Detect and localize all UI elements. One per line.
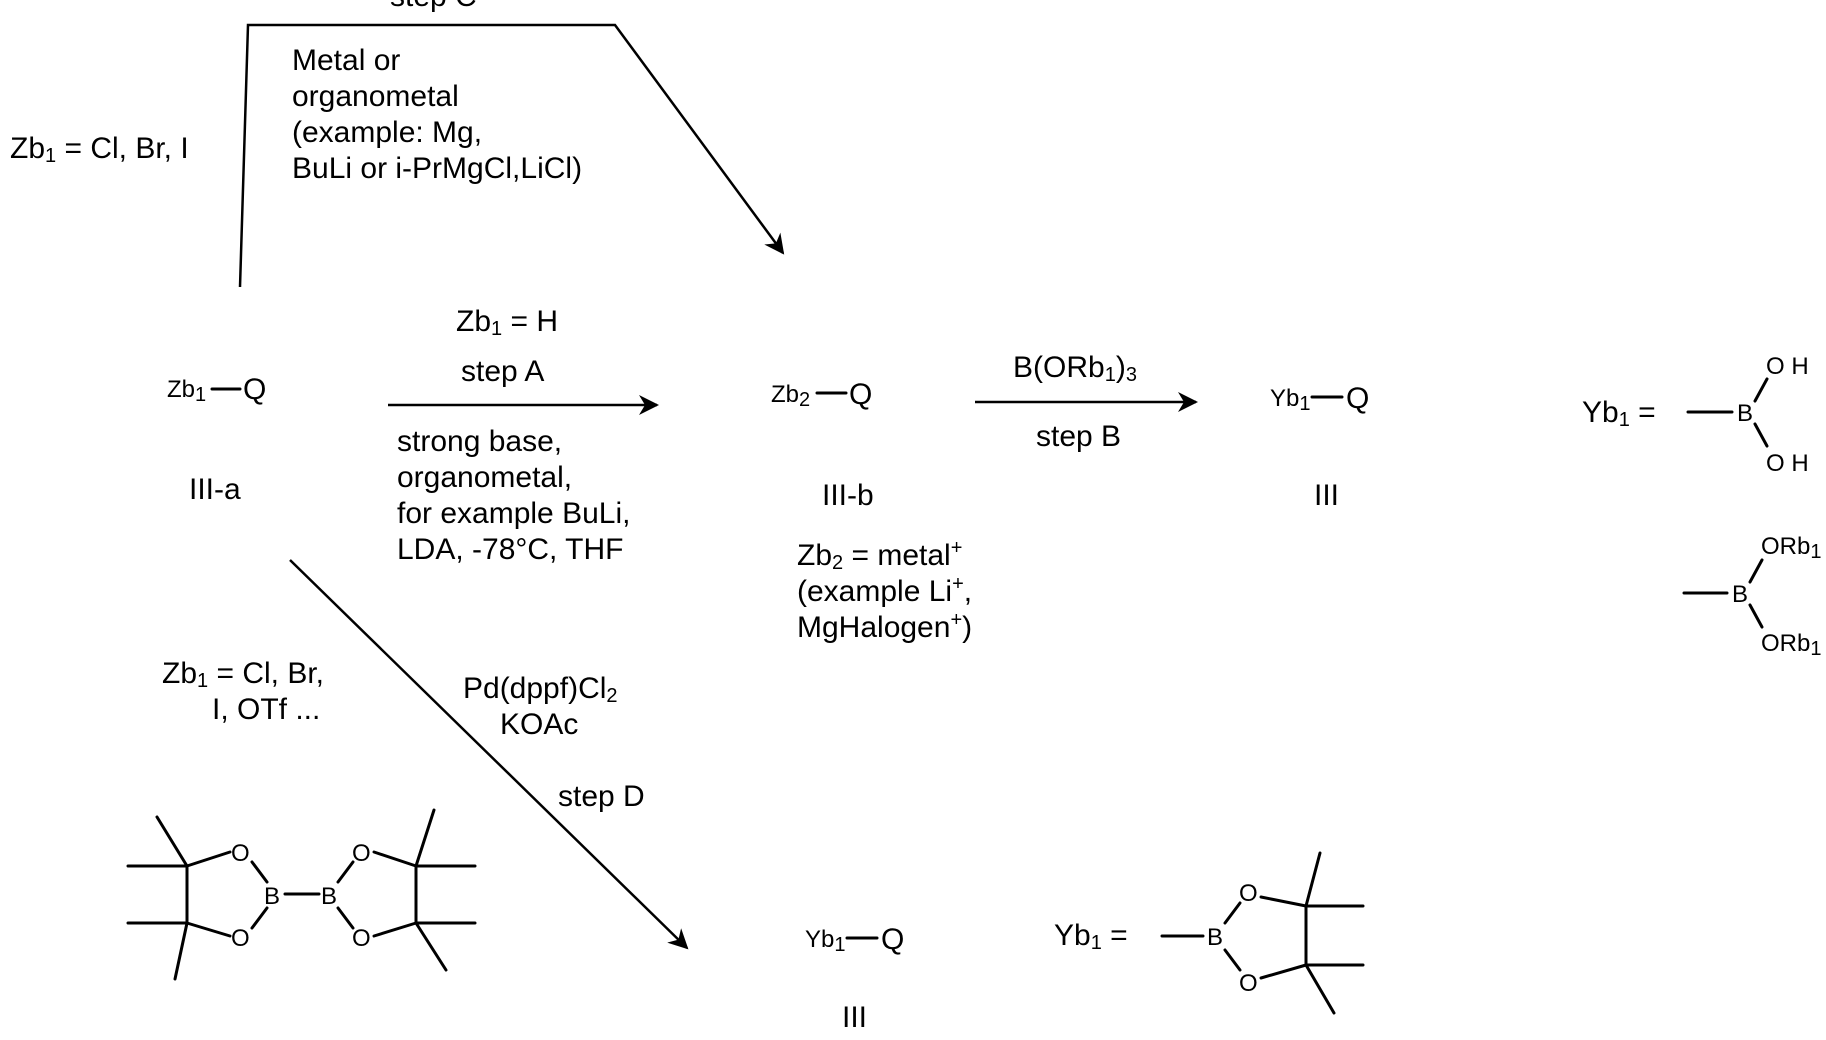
b2pin2-methyl-4 [175, 923, 187, 979]
pin-methyl-3 [1306, 853, 1320, 906]
step-d-zb1-line1: Zb1 = Cl, Br, [162, 657, 324, 692]
compound-III-top-q: Q [1346, 382, 1369, 415]
b2pin2-o3-c [374, 852, 416, 866]
boronic-ester-or2: ORb1 [1761, 630, 1821, 660]
boronic-ester-or1: ORb1 [1761, 533, 1821, 563]
pinacol-boronate-structure: B O O [1162, 853, 1363, 1013]
b2pin2-b-o3 [338, 862, 353, 882]
pin-o-c-bottom [1261, 965, 1306, 978]
compound-III-bottom: Yb1 Q III Yb1 = B O O [805, 853, 1363, 1034]
boronic-acid-structure: B O H O H [1688, 353, 1809, 477]
step-c-condition-line4: BuLi or i-PrMgCl,LiCl) [292, 152, 582, 185]
pin-boron: B [1207, 924, 1223, 951]
b2pin2-methyl-3 [157, 817, 187, 866]
b2pin2-o2-b [252, 908, 267, 928]
compound-III-top-id: III [1314, 479, 1339, 512]
step-b: B(ORb1)3 step B [975, 351, 1196, 453]
b2pin2-b-o4 [338, 908, 353, 928]
b2pin2-o1: O [231, 840, 250, 867]
yb1-definitions: Yb1 = B O H O H B ORb1 ORb1 [1582, 353, 1821, 660]
pin-b-o-top [1225, 903, 1240, 923]
b2pin2-methyl-8 [416, 923, 446, 970]
step-c-condition-line3: (example: Mg, [292, 116, 482, 149]
pin-o-bottom: O [1239, 970, 1258, 997]
b2pin2-b-left: B [264, 883, 280, 910]
boronic-acid-oh2: O H [1766, 450, 1809, 477]
pin-methyl-4 [1306, 965, 1334, 1013]
step-c-route: step C Metal or organometal (example: Mg… [10, 0, 783, 287]
step-d-label: step D [558, 780, 645, 813]
step-d-catalyst: Pd(dppf)Cl2 [463, 672, 618, 707]
zb2-note-line3: MgHalogen+) [797, 609, 972, 644]
compound-III-b: Zb2 Q III-b [771, 378, 874, 512]
step-a-condition-line1: strong base, [397, 425, 562, 458]
step-c-label: step C [390, 0, 477, 13]
step-c-condition-line1: Metal or [292, 44, 400, 77]
step-a-label: step A [461, 355, 544, 388]
step-d-base: KOAc [500, 708, 578, 741]
step-a-condition-line3: for example BuLi, [397, 497, 630, 530]
yb1-equals: Yb1 = [1582, 396, 1656, 431]
boronic-ester-structure: B ORb1 ORb1 [1684, 533, 1821, 660]
pin-o-c-top [1261, 897, 1306, 906]
compound-III-a-z: Zb1 [167, 376, 206, 406]
compound-III-top-y: Yb1 [1270, 385, 1310, 415]
step-b-reagent: B(ORb1)3 [1013, 351, 1137, 386]
pin-o-top: O [1239, 880, 1258, 907]
boronic-acid-bond-oh2 [1755, 424, 1767, 446]
boronic-acid-oh1: O H [1766, 353, 1809, 380]
step-c-zb1-definition: Zb1 = Cl, Br, I [10, 132, 189, 167]
compound-III-bottom-id: III [842, 1001, 867, 1034]
b2pin2-methyl-7 [416, 810, 434, 866]
compound-III-b-q: Q [849, 378, 872, 411]
bis-pinacolato-diboron: O O B B O O [128, 810, 475, 979]
b2pin2-o3: O [352, 840, 371, 867]
boronic-acid-b: B [1737, 400, 1753, 427]
step-d-arrow [290, 560, 687, 948]
b2pin2-o4: O [352, 925, 371, 952]
compound-III-a: Zb1 Q III-a [167, 373, 266, 506]
compound-III-a-id: III-a [189, 473, 241, 506]
boronic-ester-bond-or2 [1750, 605, 1762, 627]
compound-III-a-q: Q [243, 373, 266, 406]
b2pin2-o4-c [374, 923, 416, 936]
step-d: Zb1 = Cl, Br, I, OTf ... Pd(dppf)Cl2 KOA… [162, 560, 687, 948]
boronic-ester-bond-or1 [1750, 560, 1762, 582]
step-b-label: step B [1036, 420, 1121, 453]
zb2-note-line1: Zb2 = metal+ [797, 537, 962, 574]
step-a-zb1-h: Zb1 = H [456, 305, 558, 340]
step-d-zb1-line2: I, OTf ... [212, 693, 320, 726]
yb1-pinacol-equals: Yb1 = [1054, 919, 1128, 954]
zb2-note-line2: (example Li+, [797, 573, 972, 608]
compound-III-top: Yb1 Q III [1270, 382, 1369, 512]
pin-b-o-bottom [1225, 950, 1240, 970]
b2pin2-c-o2 [187, 923, 230, 936]
step-a: Zb1 = H step A strong base, organometal,… [388, 305, 657, 566]
compound-III-b-id: III-b [822, 479, 874, 512]
compound-III-bottom-y: Yb1 [805, 926, 845, 956]
b2pin2-o1-b [252, 862, 267, 882]
boronic-acid-bond-oh1 [1755, 379, 1767, 401]
compound-III-b-z: Zb2 [771, 381, 810, 411]
b2pin2-c-o1 [187, 852, 230, 866]
step-c-condition-line2: organometal [292, 80, 459, 113]
step-a-condition-line2: organometal, [397, 461, 572, 494]
b2pin2-o2: O [231, 925, 250, 952]
b2pin2-b-right: B [321, 883, 337, 910]
boronic-ester-b: B [1732, 581, 1748, 608]
zb2-note: Zb2 = metal+ (example Li+, MgHalogen+) [797, 537, 972, 644]
step-a-condition-line4: LDA, -78°C, THF [397, 533, 624, 566]
compound-III-bottom-q: Q [881, 923, 904, 956]
